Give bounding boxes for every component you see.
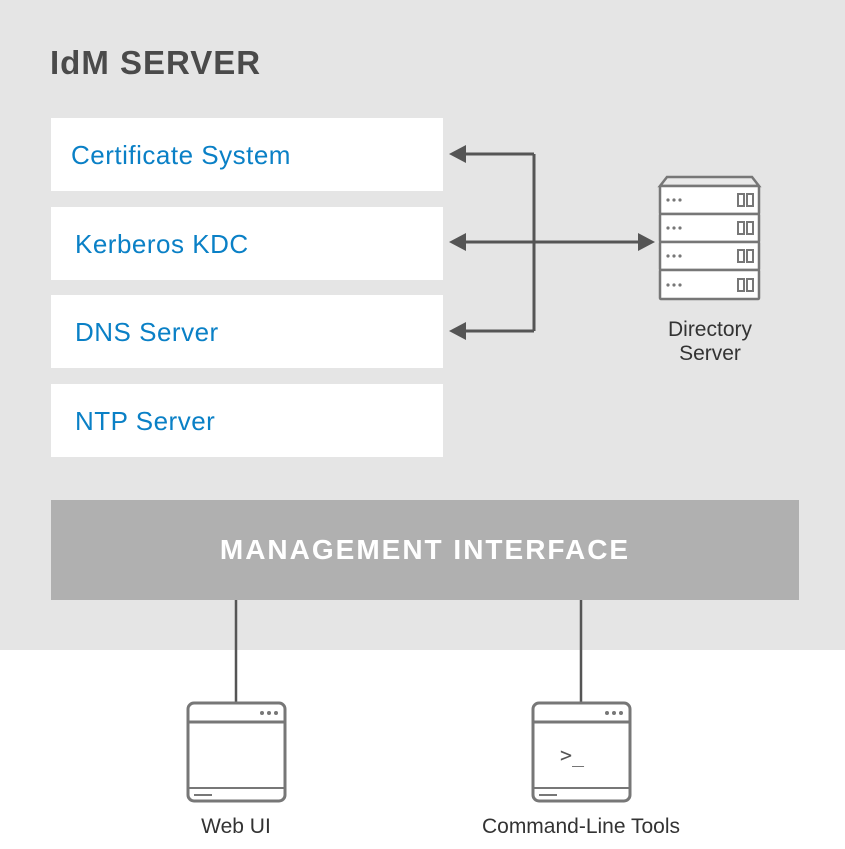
terminal-window-icon: >_ (531, 701, 632, 803)
certificate-system-label: Certificate System (71, 140, 291, 170)
command-line-tools-label: Command-Line Tools (481, 815, 681, 838)
interface-connectors (234, 600, 583, 703)
directory-server-label-line1: Directory (667, 318, 752, 341)
server-rack-icon (657, 175, 762, 301)
kerberos-kdc-label: Kerberos KDC (75, 229, 249, 259)
management-interface-label: MANAGEMENT INTERFACE (219, 534, 631, 565)
idm-server-title: IdM SERVER (50, 44, 262, 81)
arrow-right-icon (638, 233, 655, 251)
directory-server-label: Directory Server (660, 318, 760, 366)
arrow-left-icon (449, 322, 466, 340)
dns-server-box: DNS Server (51, 295, 443, 368)
ntp-server-box: NTP Server (51, 384, 443, 457)
browser-window-icon (186, 701, 287, 803)
ntp-server-label: NTP Server (75, 406, 216, 436)
arrow-left-icon (449, 145, 466, 163)
management-interface-bar: MANAGEMENT INTERFACE (51, 500, 799, 600)
connector-arrowheads (449, 145, 655, 340)
dns-server-label: DNS Server (75, 317, 219, 347)
directory-connectors (462, 152, 640, 333)
terminal-prompt: >_ (560, 743, 585, 767)
certificate-system-box: Certificate System (51, 118, 443, 191)
arrow-left-icon (449, 233, 466, 251)
web-ui-label: Web UI (201, 815, 271, 838)
directory-server-label-line2: Server (679, 342, 741, 365)
kerberos-kdc-box: Kerberos KDC (51, 207, 443, 280)
